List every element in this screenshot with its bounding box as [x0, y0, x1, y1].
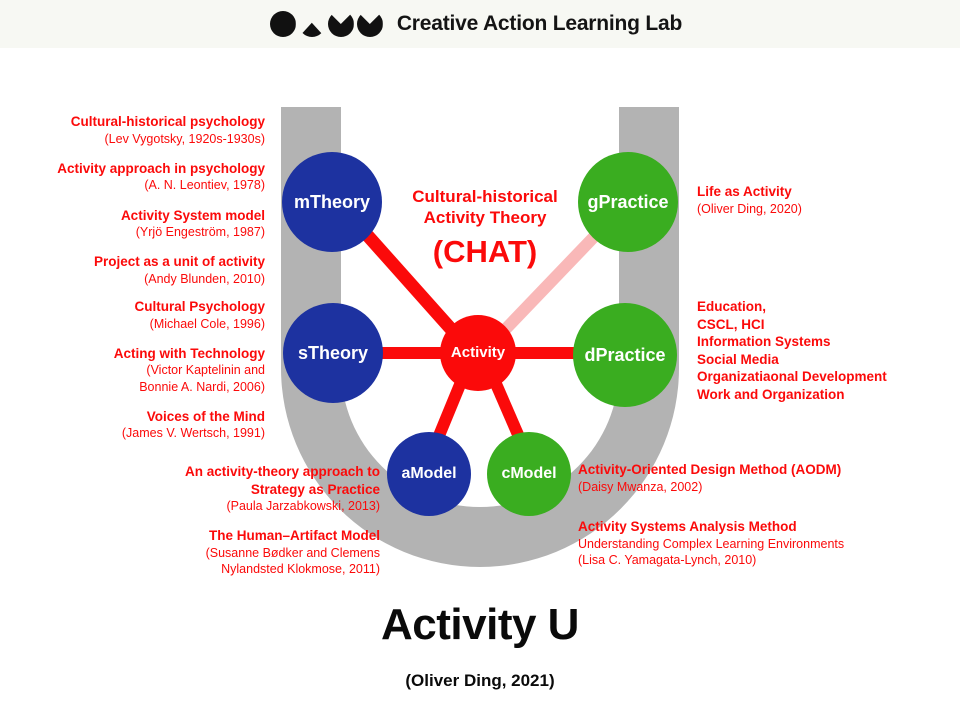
note-title: Activity System model: [120, 207, 265, 223]
note-title: Activity approach in psychology: [57, 160, 265, 176]
note-source: (Paula Jarzabkowski, 2013): [226, 499, 380, 514]
chat-label-line1: Cultural-historical: [412, 187, 558, 206]
note-right-bottom-aodm: Activity-Oriented Design Method (AODM) (…: [578, 461, 953, 495]
note-line: Education,: [697, 299, 767, 314]
note-entry: Cultural-historical psychology (Lev Vygot…: [10, 113, 265, 147]
note-entry: Activity approach in psychology (A. N. Le…: [10, 160, 265, 194]
note-line: Information Systems: [697, 334, 831, 350]
note-title: Life as Activity: [697, 184, 792, 199]
note-entry: The Human–Artifact Model(Susanne Bødker …: [105, 527, 380, 577]
diagram-stage: Cultural-historical Activity Theory (CHA…: [0, 48, 960, 720]
note-entry: Project as a unit of activity(Andy Blund…: [10, 253, 265, 287]
page-title: Activity U: [381, 600, 579, 649]
note-entry: Life as Activity (Oliver Ding, 2020): [697, 183, 947, 217]
note-source: (James V. Wertsch, 1991): [121, 426, 265, 441]
note-line: Work and Organization: [697, 386, 845, 402]
note-source: (Daisy Mwanza, 2002): [578, 479, 703, 494]
note-source: (Lisa C. Yamagata-Lynch, 2010): [578, 552, 757, 567]
note-line: Social Media: [697, 351, 779, 367]
note-entry: Activity System model (Yrjö Engeström, 19…: [10, 207, 265, 241]
node-mtheory[interactable]: mTheory: [282, 152, 382, 252]
note-title: Voices of the Mind: [146, 408, 265, 424]
chat-label-line2: Activity Theory: [423, 208, 547, 228]
chat-label: Cultural-historical Activity Theory (CHA…: [390, 186, 580, 270]
note-source: (Andy Blunden, 2010): [144, 271, 265, 286]
chat-acronym: (CHAT): [432, 233, 538, 269]
note-entry: Acting with Technology (Victor Kaptelinin…: [20, 345, 265, 395]
note-source: (Lev Vygotsky, 1920s-1930s): [104, 131, 266, 146]
note-title: Project as a unit of activity: [93, 254, 265, 270]
brand-title: Creative Action Learning Lab: [396, 12, 683, 35]
note-title: Activity-Oriented Design Method (AODM): [578, 462, 842, 477]
note-title: The Human–Artifact Model: [208, 528, 380, 544]
note-source: (Yrjö Engeström, 1987): [135, 225, 265, 240]
note-entry: Voices of the Mind (James V. Wertsch, 199…: [20, 408, 265, 442]
note-left-mid: Cultural Psychology (Michael Cole, 1996) A…: [20, 298, 265, 442]
note-line: Organizatiaonal Development: [697, 369, 887, 385]
note-title: Activity Systems Analysis Method: [578, 519, 797, 534]
connector-activity-mtheory: [347, 213, 464, 343]
note-title: Cultural Psychology: [134, 299, 265, 314]
node-cmodel[interactable]: cModel: [487, 432, 571, 516]
node-stheory[interactable]: sTheory: [283, 303, 383, 403]
node-amodel[interactable]: aModel: [387, 432, 471, 516]
call-logo-icon: [269, 11, 383, 37]
header-bar: Creative Action Learning Lab: [0, 0, 960, 48]
note-title: Cultural-historical psychology: [70, 114, 265, 129]
note-source: (Michael Cole, 1996): [149, 316, 265, 331]
note-left-top: Cultural-historical psychology (Lev Vygot…: [10, 113, 265, 287]
note-subtitle: Understanding Complex Learning Environme…: [578, 536, 845, 551]
note-line: CSCL, HCI: [697, 316, 765, 332]
note-right-bottom-asam: Activity Systems Analysis Method Underst…: [578, 518, 953, 568]
note-title: Acting with Technology: [113, 345, 265, 361]
node-dpractice[interactable]: dPractice: [573, 303, 677, 407]
node-gpractice[interactable]: gPractice: [578, 152, 678, 252]
page-subtitle: (Oliver Ding, 2021): [405, 671, 555, 690]
note-entry: Cultural Psychology (Michael Cole, 1996): [20, 298, 265, 332]
node-activity[interactable]: Activity: [440, 315, 516, 391]
note-right-top: Life as Activity (Oliver Ding, 2020): [697, 183, 947, 217]
note-source: (A. N. Leontiev, 1978): [144, 178, 265, 193]
brand: Creative Action Learning Lab: [269, 11, 683, 37]
note-source: (Oliver Ding, 2020): [697, 201, 802, 216]
